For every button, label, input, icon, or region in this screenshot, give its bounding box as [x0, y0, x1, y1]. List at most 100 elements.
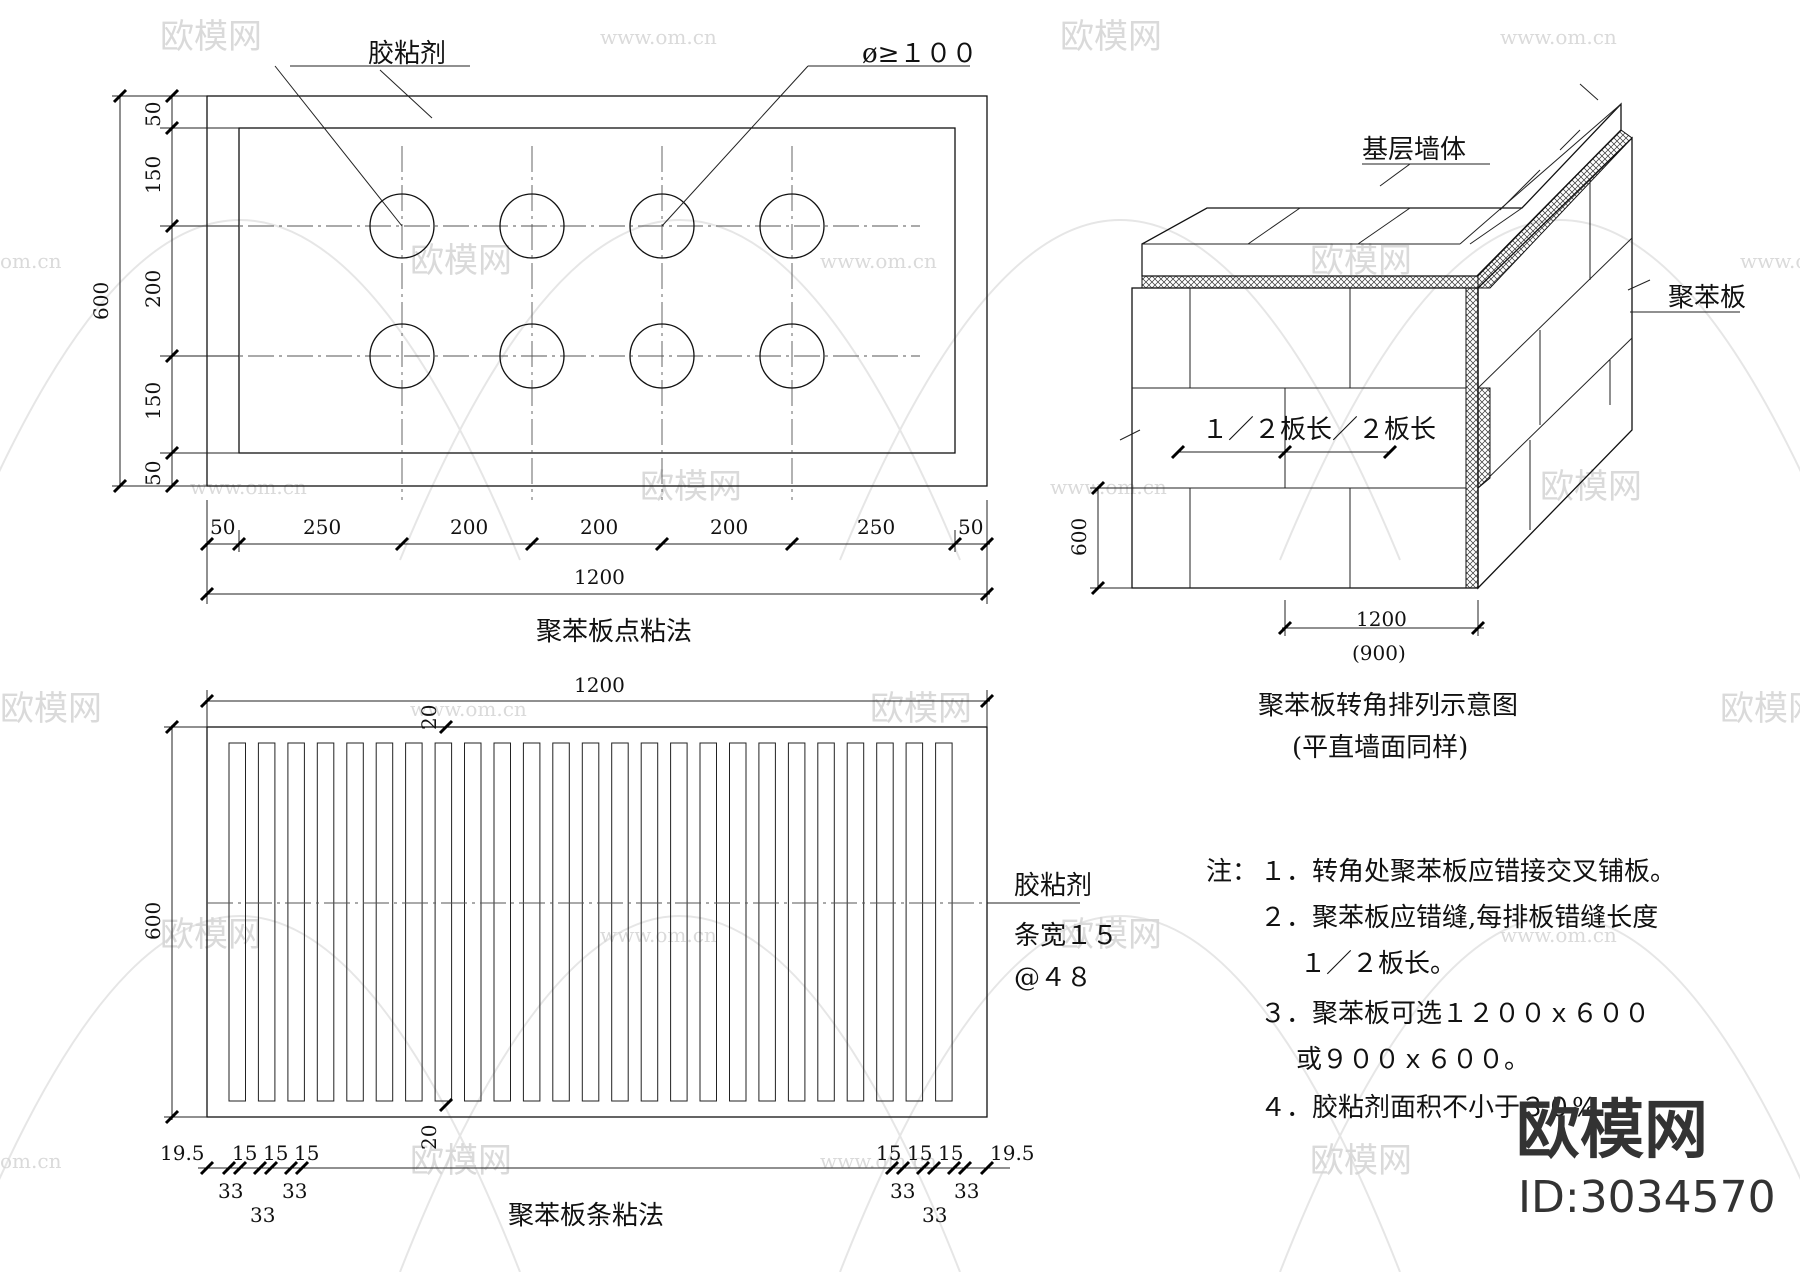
dim-left-4: 150 — [141, 382, 165, 420]
watermark-brand: 欧模网 — [0, 689, 102, 729]
adhesive-strip — [699, 742, 717, 1102]
dim-ticks — [112, 88, 180, 494]
watermark-url: www.om.cn — [1500, 25, 1617, 49]
adhesive-strip — [729, 742, 747, 1102]
watermark-brand: 欧模网 — [160, 915, 262, 955]
base-wall-label: 基层墙体 — [1362, 135, 1466, 165]
watermark-brand: 欧模网 — [640, 467, 742, 507]
corner-height-dim: 600 — [1067, 518, 1091, 556]
dim-left-5: 50 — [141, 461, 165, 486]
board-label: 聚苯板 — [1668, 283, 1746, 313]
dim-left-pitch-3: 33 — [282, 1179, 307, 1203]
note-line-4: ３．聚苯板可选１２００ｘ６００ — [1260, 999, 1650, 1029]
dim-right-pitch-3: 33 — [954, 1179, 979, 1203]
adhesive-strip — [434, 742, 453, 1102]
dim-tick — [926, 1160, 942, 1176]
dim-bottom-4: 200 — [580, 515, 618, 539]
strip-spacing-label: @４８ — [1014, 963, 1092, 993]
dim-tick — [979, 1160, 995, 1176]
adhesive-strip — [287, 742, 305, 1102]
watermark-texts: 欧模网 www.om.cn 欧模网 www.om.cn om.cn 欧模网 ww… — [0, 17, 1800, 1181]
adhesive-strip — [935, 742, 953, 1102]
dim-bottom-2: 250 — [303, 515, 341, 539]
dim-ticks-strip-bottom — [199, 1160, 995, 1176]
notes-block: 注： １．转角处聚苯板应错接交叉铺板。 ２．聚苯板应错缝,每排板错缝长度 １／２… — [1206, 857, 1676, 1123]
watermark-url: www.om.cn — [820, 1149, 937, 1173]
watermark-brand: 欧模网 — [410, 1141, 512, 1181]
watermark-brand: 欧模网 — [1310, 241, 1412, 281]
corner-layout-subtitle: (平直墙面同样) — [1292, 733, 1468, 763]
dim-right-small-4: 19.5 — [990, 1141, 1035, 1165]
dim-left-small-3: 15 — [263, 1141, 288, 1165]
adhesive-strip — [876, 742, 894, 1102]
dim-left-small-2: 15 — [232, 1141, 257, 1165]
adhesive-strip — [522, 742, 541, 1102]
watermark-brand: 欧模网 — [160, 17, 262, 57]
edge-gap-top: 20 — [417, 705, 441, 730]
adhesive-strip — [905, 742, 924, 1102]
adhesive-strip — [375, 742, 394, 1102]
note-line-1: １．转角处聚苯板应错接交叉铺板。 — [1260, 857, 1676, 887]
stagger-label: １／２板长／２板长 — [1202, 415, 1436, 445]
dim-bottom-6: 250 — [857, 515, 895, 539]
dim-tick — [884, 1160, 900, 1176]
dot-method-title: 聚苯板点粘法 — [536, 617, 692, 647]
dim-tick — [199, 1160, 215, 1176]
dim-left-1: 50 — [141, 102, 165, 127]
adhesive-strips — [228, 742, 953, 1102]
model-id-label: ID:3034570 — [1518, 1172, 1776, 1223]
diameter-label: ø≥１００ — [862, 39, 977, 69]
dim-tick — [221, 1160, 237, 1176]
watermark-brand: 欧模网 — [1060, 915, 1162, 955]
adhesive-strip — [817, 742, 835, 1102]
note-line-3: １／２板长。 — [1300, 949, 1456, 979]
watermark-brand: 欧模网 — [1060, 17, 1162, 57]
dim-left-pitch-1: 33 — [218, 1179, 243, 1203]
strip-adhesive-label: 胶粘剂 — [1014, 871, 1092, 901]
dim-right-small-1: 15 — [876, 1141, 901, 1165]
adhesive-strip — [257, 742, 276, 1102]
dim-right-small-2: 15 — [907, 1141, 932, 1165]
dim-tick — [294, 1160, 310, 1176]
adhesive-strip — [228, 742, 246, 1102]
adhesive-strip — [758, 742, 776, 1102]
dim-overall-width: 1200 — [574, 565, 625, 589]
edge-gap-bottom: 20 — [417, 1125, 441, 1150]
adhesive-strip — [611, 742, 629, 1102]
strip-overall-height: 600 — [141, 902, 165, 940]
adhesive-strip — [346, 742, 364, 1102]
dim-left-3: 200 — [141, 270, 165, 308]
watermark-url: www.om.cn — [1500, 923, 1617, 947]
watermark-url: www.om.cn — [820, 249, 937, 273]
watermark-brand: 欧模网 — [1310, 1141, 1412, 1181]
watermark-url: www.om.cn — [600, 25, 717, 49]
dim-bottom-5: 200 — [710, 515, 748, 539]
adhesive-strip — [640, 742, 659, 1102]
watermark-brand: 欧模网 — [410, 241, 512, 281]
watermark-brand: 欧模网 — [1540, 467, 1642, 507]
adhesive-strip — [493, 742, 511, 1102]
note-line-6: ４．胶粘剂面积不小于３０% — [1260, 1093, 1597, 1123]
dot-method-drawing: 胶粘剂 ø≥１００ 50 150 200 150 50 600 — [89, 39, 995, 647]
dim-right-small-3: 15 — [938, 1141, 963, 1165]
watermark-url: om.cn — [0, 1149, 62, 1173]
adhesive-strip — [405, 742, 423, 1102]
board-outline — [206, 95, 988, 487]
watermark-url: om.cn — [0, 249, 62, 273]
strip-method-drawing: 1200 600 20 20 胶粘剂 条宽１５ @４８ 19.5 15 15 1… — [141, 673, 1118, 1231]
dim-tick — [263, 1160, 279, 1176]
dim-bottom-1: 50 — [210, 515, 235, 539]
notes-prefix: 注： — [1206, 857, 1258, 887]
dim-ticks-bottom — [199, 536, 995, 602]
corner-layout-drawing: 基层墙体 聚苯板 １／２板长／２板长 600 1200 (900) 聚苯板转角排… — [1067, 83, 1746, 763]
dim-tick — [252, 1160, 268, 1176]
strip-method-title: 聚苯板条粘法 — [508, 1201, 664, 1231]
note-line-2: ２．聚苯板应错缝,每排板错缝长度 — [1260, 903, 1658, 933]
strip-width-label: 条宽１５ — [1014, 921, 1118, 951]
brand-logo-text: 欧模网 — [1516, 1094, 1708, 1168]
brand-watermark: 欧模网 ID:3034570 — [1516, 1094, 1776, 1223]
dim-tick — [915, 1160, 931, 1176]
strip-overall-width: 1200 — [574, 673, 625, 697]
adhesive-dots — [369, 193, 825, 389]
